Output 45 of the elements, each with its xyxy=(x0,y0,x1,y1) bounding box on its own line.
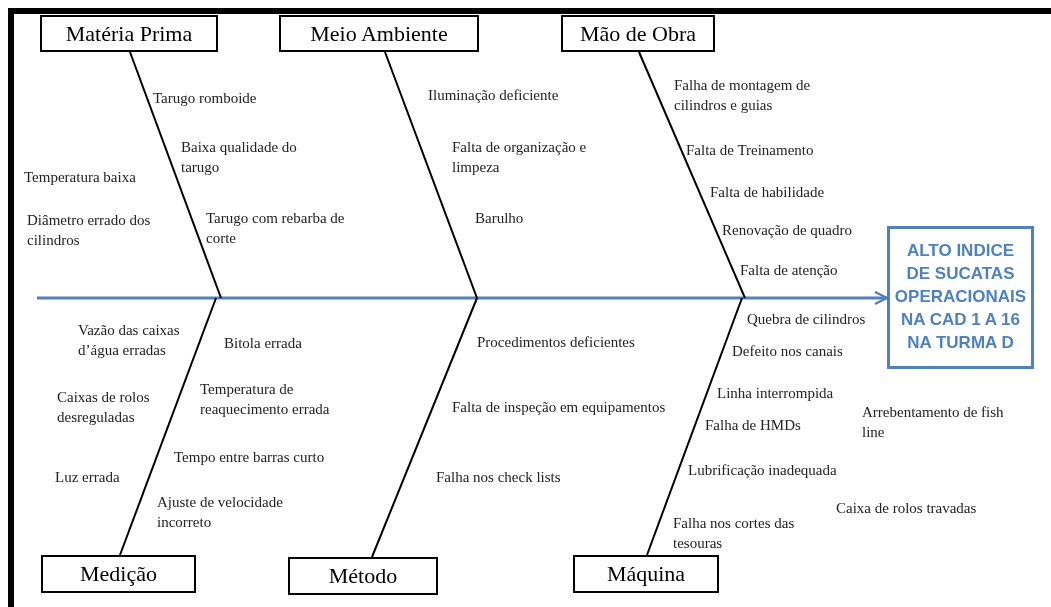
branch-line xyxy=(638,51,746,299)
cause-label: Falha nos cortes das tesouras xyxy=(673,514,796,554)
category-box: Medição xyxy=(41,555,196,593)
cause-label: Procedimentos deficientes xyxy=(477,333,635,352)
cause-label: Falta de atenção xyxy=(740,261,838,280)
cause-label: Bitola errada xyxy=(224,334,302,353)
cause-label: Falta de habilidade xyxy=(710,183,825,202)
cause-label: Falta de organização e limpeza xyxy=(452,138,588,178)
category-box: Matéria Prima xyxy=(40,15,218,52)
branch-line xyxy=(371,297,478,558)
cause-label: Arrebentamento de fish line xyxy=(862,403,1005,443)
cause-label: Falha nos check lists xyxy=(436,468,561,487)
cause-label: Defeito nos canais xyxy=(732,342,843,361)
branch-line xyxy=(119,297,217,556)
branch-line xyxy=(646,297,743,556)
category-box: Meio Ambiente xyxy=(279,15,479,52)
category-box: Mão de Obra xyxy=(561,15,715,52)
effect-box: ALTO INDICE DE SUCATAS OPERACIONAIS NA CAD 1 A 16 NA TURMA D xyxy=(887,226,1034,369)
cause-label: Quebra de cilindros xyxy=(747,310,866,329)
cause-label: Diâmetro errado dos cilindros xyxy=(27,211,152,251)
category-box: Método xyxy=(288,557,438,595)
cause-label: Falha de montagem de cilindros e guias xyxy=(674,76,812,116)
cause-label: Falta de inspeção em equipamentos xyxy=(452,398,666,417)
cause-label: Renovação de quadro xyxy=(722,221,852,240)
branch-line xyxy=(384,51,478,299)
branch-line xyxy=(129,51,222,299)
cause-label: Ajuste de velocidade incorreto xyxy=(157,493,284,533)
cause-label: Falha de HMDs xyxy=(705,416,801,435)
cause-label: Baixa qualidade do tarugo xyxy=(181,138,298,178)
cause-label: Tempo entre barras curto xyxy=(174,448,325,467)
cause-label: Tarugo com rebarba de corte xyxy=(206,209,346,249)
cause-label: Caixas de rolos desreguladas xyxy=(57,388,151,428)
cause-label: Vazão das caixas d’água erradas xyxy=(78,321,181,361)
category-box: Máquina xyxy=(573,555,719,593)
cause-label: Iluminação deficiente xyxy=(428,86,559,105)
cause-label: Luz errada xyxy=(55,468,120,487)
cause-label: Temperatura de reaquecimento errada xyxy=(200,380,331,420)
cause-label: Temperatura baixa xyxy=(24,168,136,187)
cause-label: Caixa de rolos travadas xyxy=(836,499,977,518)
cause-label: Linha interrompida xyxy=(717,384,834,403)
cause-label: Falta de Treinamento xyxy=(686,141,814,160)
cause-label: Barulho xyxy=(475,209,524,228)
arrow xyxy=(37,290,889,306)
cause-label: Lubrificação inadequada xyxy=(688,461,837,480)
cause-label: Tarugo romboide xyxy=(153,89,257,108)
